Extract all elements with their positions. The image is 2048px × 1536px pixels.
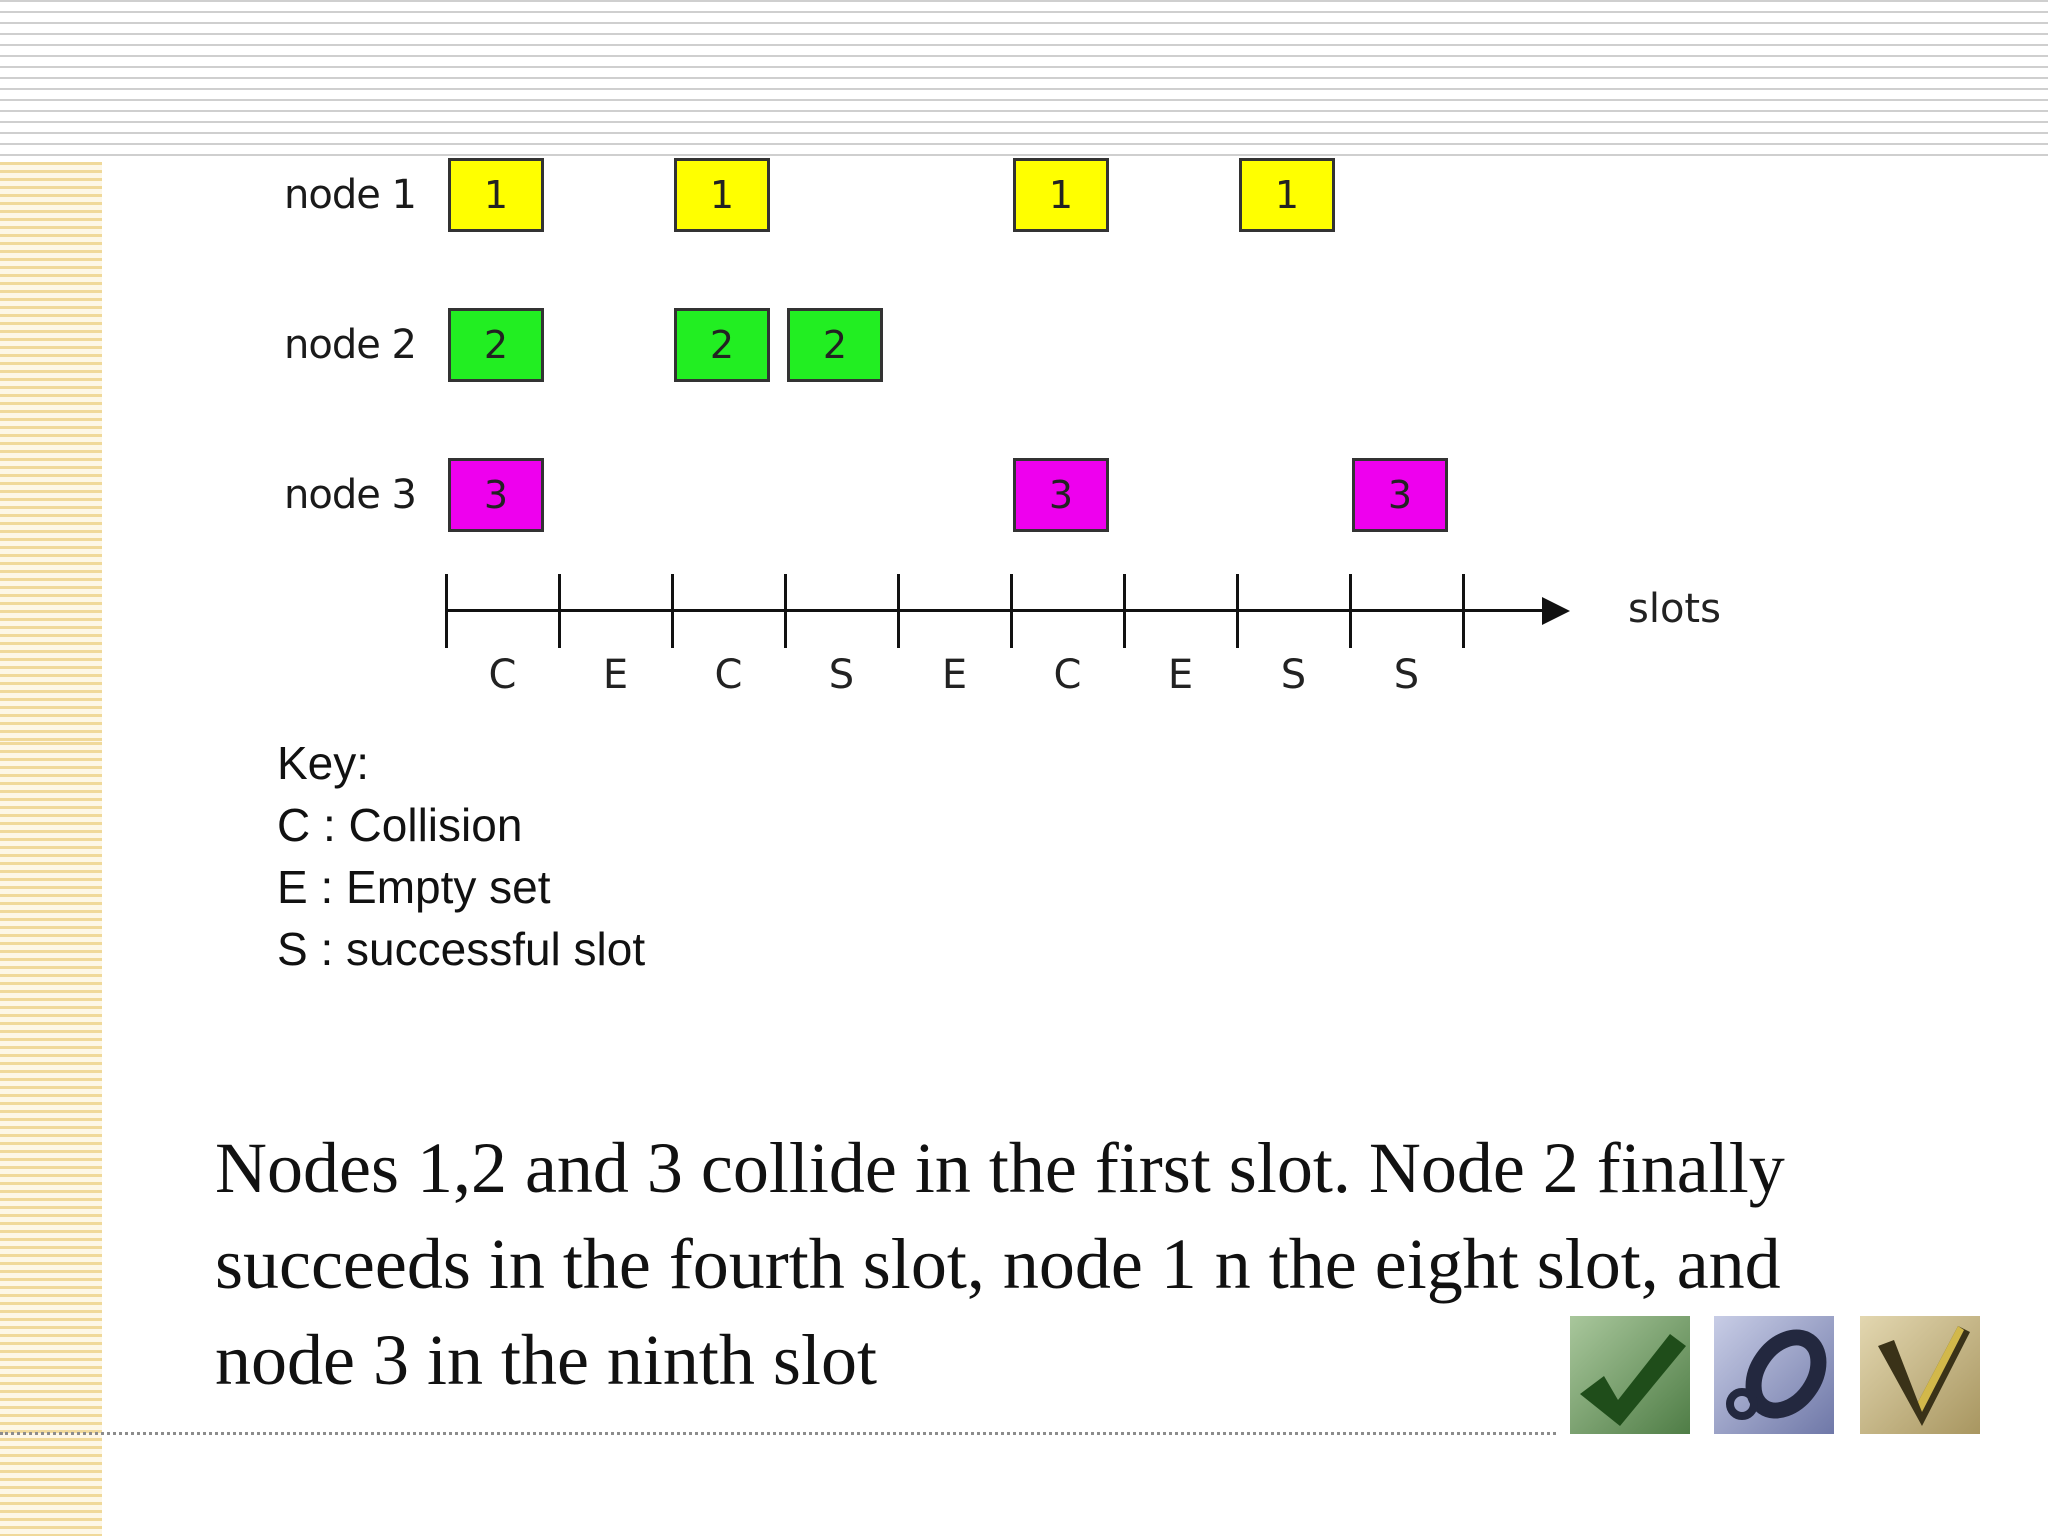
slot-axis-label: slots	[1628, 586, 1721, 632]
key-item-empty: E : Empty set	[277, 861, 551, 913]
transmission-box: 3	[448, 458, 544, 532]
slot-result-label: E	[602, 652, 629, 698]
caption-line: node 3 in the ninth slot	[215, 1320, 877, 1400]
transmission-box: 2	[674, 308, 770, 382]
slot-result-label: S	[1280, 652, 1307, 698]
slot-tick	[1123, 574, 1126, 648]
node-label: node 2	[284, 322, 417, 368]
key-title: Key:	[277, 737, 370, 789]
slot-tick	[784, 574, 787, 648]
slot-result-label: E	[1167, 652, 1194, 698]
footer-divider	[0, 1432, 1556, 1435]
transmission-box: 2	[448, 308, 544, 382]
left-stripe-decoration	[0, 162, 102, 742]
slide-caption: Nodes 1,2 and 3 collide in the first slo…	[215, 1120, 2005, 1408]
slot-result-label: C	[488, 652, 517, 698]
transmission-box: 3	[1352, 458, 1448, 532]
transmission-box: 3	[1013, 458, 1109, 532]
node-label: node 3	[284, 472, 417, 518]
slot-result-label: C	[1053, 652, 1082, 698]
transmission-box: 1	[1013, 158, 1109, 232]
slot-result-label: S	[1393, 652, 1420, 698]
transmission-box: 2	[787, 308, 883, 382]
slot-tick	[897, 574, 900, 648]
slot-tick	[1236, 574, 1239, 648]
slot-tick	[1462, 574, 1465, 648]
slot-tick	[1010, 574, 1013, 648]
slot-tick	[445, 574, 448, 648]
slot-result-label: E	[941, 652, 968, 698]
node-label: node 1	[284, 172, 417, 218]
slot-axis-arrow-icon	[1542, 597, 1570, 625]
caption-line: succeeds in the fourth slot, node 1 n th…	[215, 1224, 1781, 1304]
key-item-successful: S : successful slot	[277, 923, 646, 975]
blue-ring-tile-icon	[1714, 1316, 1834, 1434]
slot-tick	[1349, 574, 1352, 648]
transmission-box: 1	[448, 158, 544, 232]
slot-tick	[558, 574, 561, 648]
caption-line: Nodes 1,2 and 3 collide in the first slo…	[215, 1128, 1785, 1208]
slot-tick	[671, 574, 674, 648]
transmission-box: 1	[1239, 158, 1335, 232]
slot-axis-line	[446, 609, 1542, 612]
legend-key: Key: C : Collision E : Empty set S : suc…	[277, 732, 645, 980]
gold-check-tile-icon	[1860, 1316, 1980, 1434]
top-stripe-decoration	[0, 0, 2048, 162]
slot-result-label: C	[714, 652, 743, 698]
slot-result-label: S	[828, 652, 855, 698]
green-check-tile-icon	[1570, 1316, 1690, 1434]
key-item-collision: C : Collision	[277, 799, 523, 851]
transmission-box: 1	[674, 158, 770, 232]
